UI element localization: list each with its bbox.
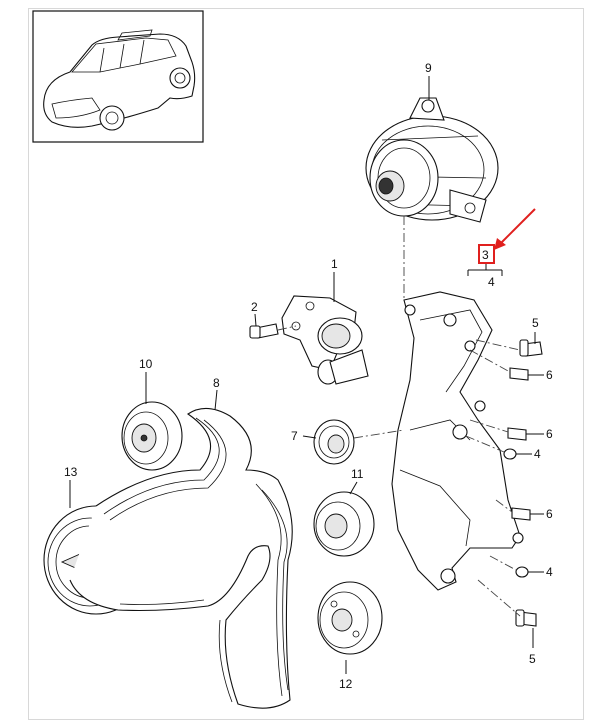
part-9-alternator <box>365 97 499 223</box>
label-12: 12 <box>339 677 353 691</box>
part-3-bracket <box>391 291 524 591</box>
label-5-upper: 5 <box>532 316 539 330</box>
suv-drawing <box>43 29 196 131</box>
part-12-pulley <box>317 581 383 655</box>
label-8: 8 <box>213 376 220 390</box>
part-6-bolt-c <box>511 507 531 521</box>
label-3: 3 <box>482 248 489 262</box>
part-5-bolt-upper <box>519 339 543 357</box>
part-7-idler-pulley <box>313 419 355 465</box>
label-2: 2 <box>251 300 258 314</box>
label-4-bracket: 4 <box>488 275 495 289</box>
label-9: 9 <box>425 61 432 75</box>
label-6-c: 6 <box>546 507 553 521</box>
part-6-bolt-a <box>509 367 529 381</box>
label-11: 11 <box>351 467 364 481</box>
red-arrow-icon <box>494 208 536 250</box>
part-2-bolt <box>249 323 279 339</box>
part-6-bolt-b <box>507 427 527 441</box>
part-1-belt-tensioner <box>281 295 369 385</box>
label-5-lower: 5 <box>529 652 536 666</box>
part-4-washer-a <box>503 448 517 460</box>
label-10: 10 <box>139 357 153 371</box>
label-6-b: 6 <box>546 427 553 441</box>
label-6-a: 6 <box>546 368 553 382</box>
vehicle-thumbnail <box>32 10 204 143</box>
label-4-washer-b: 4 <box>546 565 553 579</box>
diagram-frame <box>28 8 584 720</box>
highlight-box <box>478 244 495 264</box>
part-11-pulley <box>313 491 375 557</box>
label-13: 13 <box>64 465 78 479</box>
label-7: 7 <box>291 429 298 443</box>
label-1: 1 <box>331 257 338 271</box>
part-5-bolt-lower <box>515 609 537 627</box>
callout-bracket-3-4 <box>467 262 503 276</box>
part-8-drive-belt <box>69 407 293 709</box>
part-10-pulley <box>121 401 183 471</box>
part-4-washer-b <box>515 566 529 578</box>
label-4-washer-a: 4 <box>534 447 541 461</box>
